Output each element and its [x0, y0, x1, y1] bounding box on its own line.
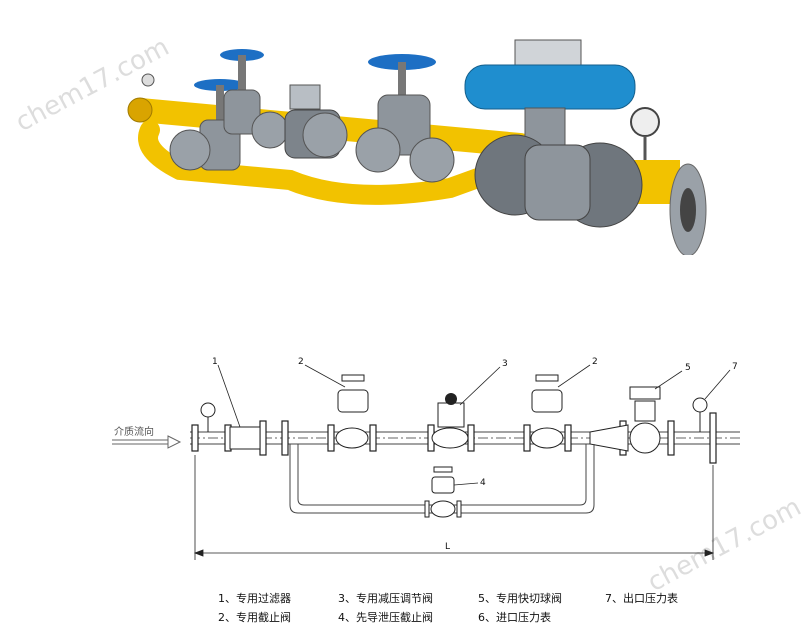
globe-valve-left: [335, 374, 369, 449]
filter: [229, 426, 261, 450]
callout-2-left: 2: [298, 357, 304, 367]
legend-item-7: 7、出口压力表: [605, 592, 678, 605]
globe-valve-2: [220, 49, 289, 149]
bypass-valve-symbol: [424, 466, 462, 518]
flanges: [191, 412, 717, 464]
legend-item-1: 1、专用过滤器: [218, 592, 291, 605]
ball-valve-symbol: [589, 386, 661, 454]
flow-label: 介质流向: [114, 425, 154, 438]
globe-valve-right: [530, 374, 564, 449]
legend-item-4: 4、先导泄压截止阀: [338, 611, 433, 624]
length-label: L: [445, 542, 450, 552]
product-photo: [127, 39, 707, 255]
callout-2-right: 2: [592, 357, 598, 367]
globe-valve-3: [355, 54, 455, 183]
callout-1: 1: [212, 357, 218, 367]
legend-item-3: 3、专用减压调节阀: [338, 592, 433, 605]
callout-7: 7: [732, 362, 738, 372]
outlet-gauge-icon: [692, 397, 708, 413]
ball-valve: [474, 134, 643, 228]
inlet-gauge-icon: [200, 402, 216, 418]
inlet-flange: [127, 97, 153, 123]
pneumatic-actuator: [464, 39, 636, 149]
length-dimension: [193, 455, 715, 560]
regulator-symbol: [431, 393, 469, 449]
legend-item-2: 2、专用截止阀: [218, 611, 291, 624]
callout-5: 5: [685, 363, 691, 373]
inlet-gauge-icon: [141, 73, 155, 87]
legend-item-5: 5、专用快切球阀: [478, 592, 562, 605]
legend-item-6: 6、进口压力表: [478, 611, 551, 624]
callout-leaders: [217, 364, 731, 486]
outlet-gauge-icon: [630, 107, 660, 137]
callout-3: 3: [502, 359, 508, 369]
schematic-diagram: 介质流向: [112, 357, 740, 560]
bypass-pipe: [138, 120, 510, 205]
globe-valve-1: [169, 79, 246, 171]
pressure-regulator: [284, 84, 348, 159]
flow-direction-arrow: [112, 435, 182, 449]
callout-4: 4: [480, 478, 486, 488]
